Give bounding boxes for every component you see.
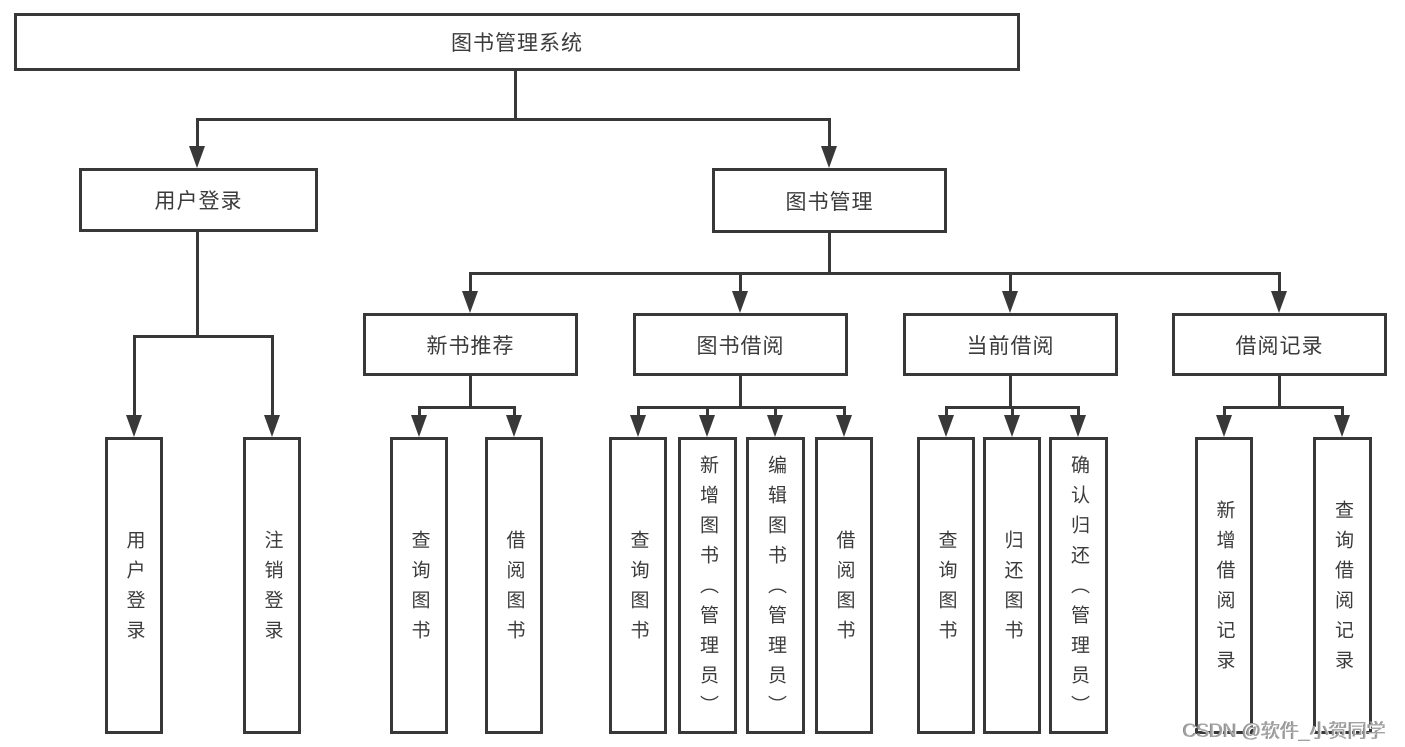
connector-line: [196, 118, 830, 121]
arrow-down-icon: [1216, 415, 1232, 437]
node-current-borrow: 当前借阅: [903, 313, 1118, 376]
connector-line: [1223, 406, 1344, 409]
leaf-return-books: 归还图书: [983, 437, 1041, 734]
arrow-down-icon: [1334, 415, 1350, 437]
leaf-borrow-books: 借阅图书: [815, 437, 873, 734]
node-book-management: 图书管理: [712, 168, 947, 233]
connector-line: [271, 335, 274, 417]
arrow-down-icon: [462, 291, 478, 313]
arrow-down-icon: [506, 415, 522, 437]
connector-line: [739, 376, 742, 406]
connector-line: [1278, 376, 1281, 406]
connector-line: [1009, 376, 1012, 406]
connector-line: [469, 272, 472, 293]
connector-line: [843, 406, 846, 417]
connector-line: [514, 71, 517, 118]
connector-line: [133, 335, 274, 338]
connector-line: [1341, 406, 1344, 417]
leaf-user-login: 用户登录: [105, 437, 163, 734]
connector-line: [513, 406, 516, 417]
leaf-query-books-borrow: 查询图书: [609, 437, 667, 734]
arrow-down-icon: [938, 415, 954, 437]
connector-line: [418, 406, 516, 409]
connector-line: [196, 118, 199, 150]
connector-line: [945, 406, 948, 417]
watermark-text: CSDN @软件_小贺同学: [1183, 721, 1386, 742]
connector-line: [828, 233, 831, 272]
connector-line: [739, 272, 742, 293]
arrow-down-icon: [189, 146, 205, 168]
connector-line: [469, 376, 472, 406]
leaf-add-books-admin: 新增图书（管理员）: [678, 437, 737, 734]
arrow-down-icon: [732, 291, 748, 313]
connector-line: [637, 406, 846, 409]
connector-line: [469, 272, 1281, 275]
connector-line: [706, 406, 709, 417]
node-new-book-recommend: 新书推荐: [363, 313, 578, 376]
connector-line: [133, 335, 136, 417]
leaf-add-borrow-record: 新增借阅记录: [1195, 437, 1253, 734]
leaf-query-borrow-record: 查询借阅记录: [1313, 437, 1372, 734]
leaf-query-books-current: 查询图书: [917, 437, 975, 734]
leaf-edit-books-admin: 编辑图书（管理员）: [746, 437, 805, 734]
arrow-down-icon: [1070, 415, 1086, 437]
arrow-down-icon: [1002, 291, 1018, 313]
arrow-down-icon: [630, 415, 646, 437]
leaf-logout: 注销登录: [243, 437, 301, 734]
arrow-down-icon: [699, 415, 715, 437]
connector-line: [828, 118, 831, 150]
arrow-down-icon: [411, 415, 427, 437]
node-root: 图书管理系统: [14, 13, 1020, 71]
connector-line: [1223, 406, 1226, 417]
connector-line: [1077, 406, 1080, 417]
arrow-down-icon: [1004, 415, 1020, 437]
node-user-login: 用户登录: [79, 168, 318, 232]
connector-line: [196, 232, 199, 335]
arrow-down-icon: [767, 415, 783, 437]
node-borrow-records: 借阅记录: [1172, 313, 1387, 376]
leaf-confirm-return-admin: 确认归还（管理员）: [1049, 437, 1108, 734]
arrow-down-icon: [836, 415, 852, 437]
arrow-down-icon: [126, 415, 142, 437]
leaf-query-books-recommend: 查询图书: [390, 437, 448, 734]
arrow-down-icon: [821, 146, 837, 168]
connector-line: [774, 406, 777, 417]
arrow-down-icon: [264, 415, 280, 437]
arrow-down-icon: [1271, 291, 1287, 313]
connector-line: [418, 406, 421, 417]
connector-line: [1278, 272, 1281, 293]
connector-line: [1009, 272, 1012, 293]
node-book-borrow: 图书借阅: [633, 313, 848, 376]
leaf-borrow-books-recommend: 借阅图书: [485, 437, 543, 734]
connector-line: [1011, 406, 1014, 417]
connector-line: [637, 406, 640, 417]
